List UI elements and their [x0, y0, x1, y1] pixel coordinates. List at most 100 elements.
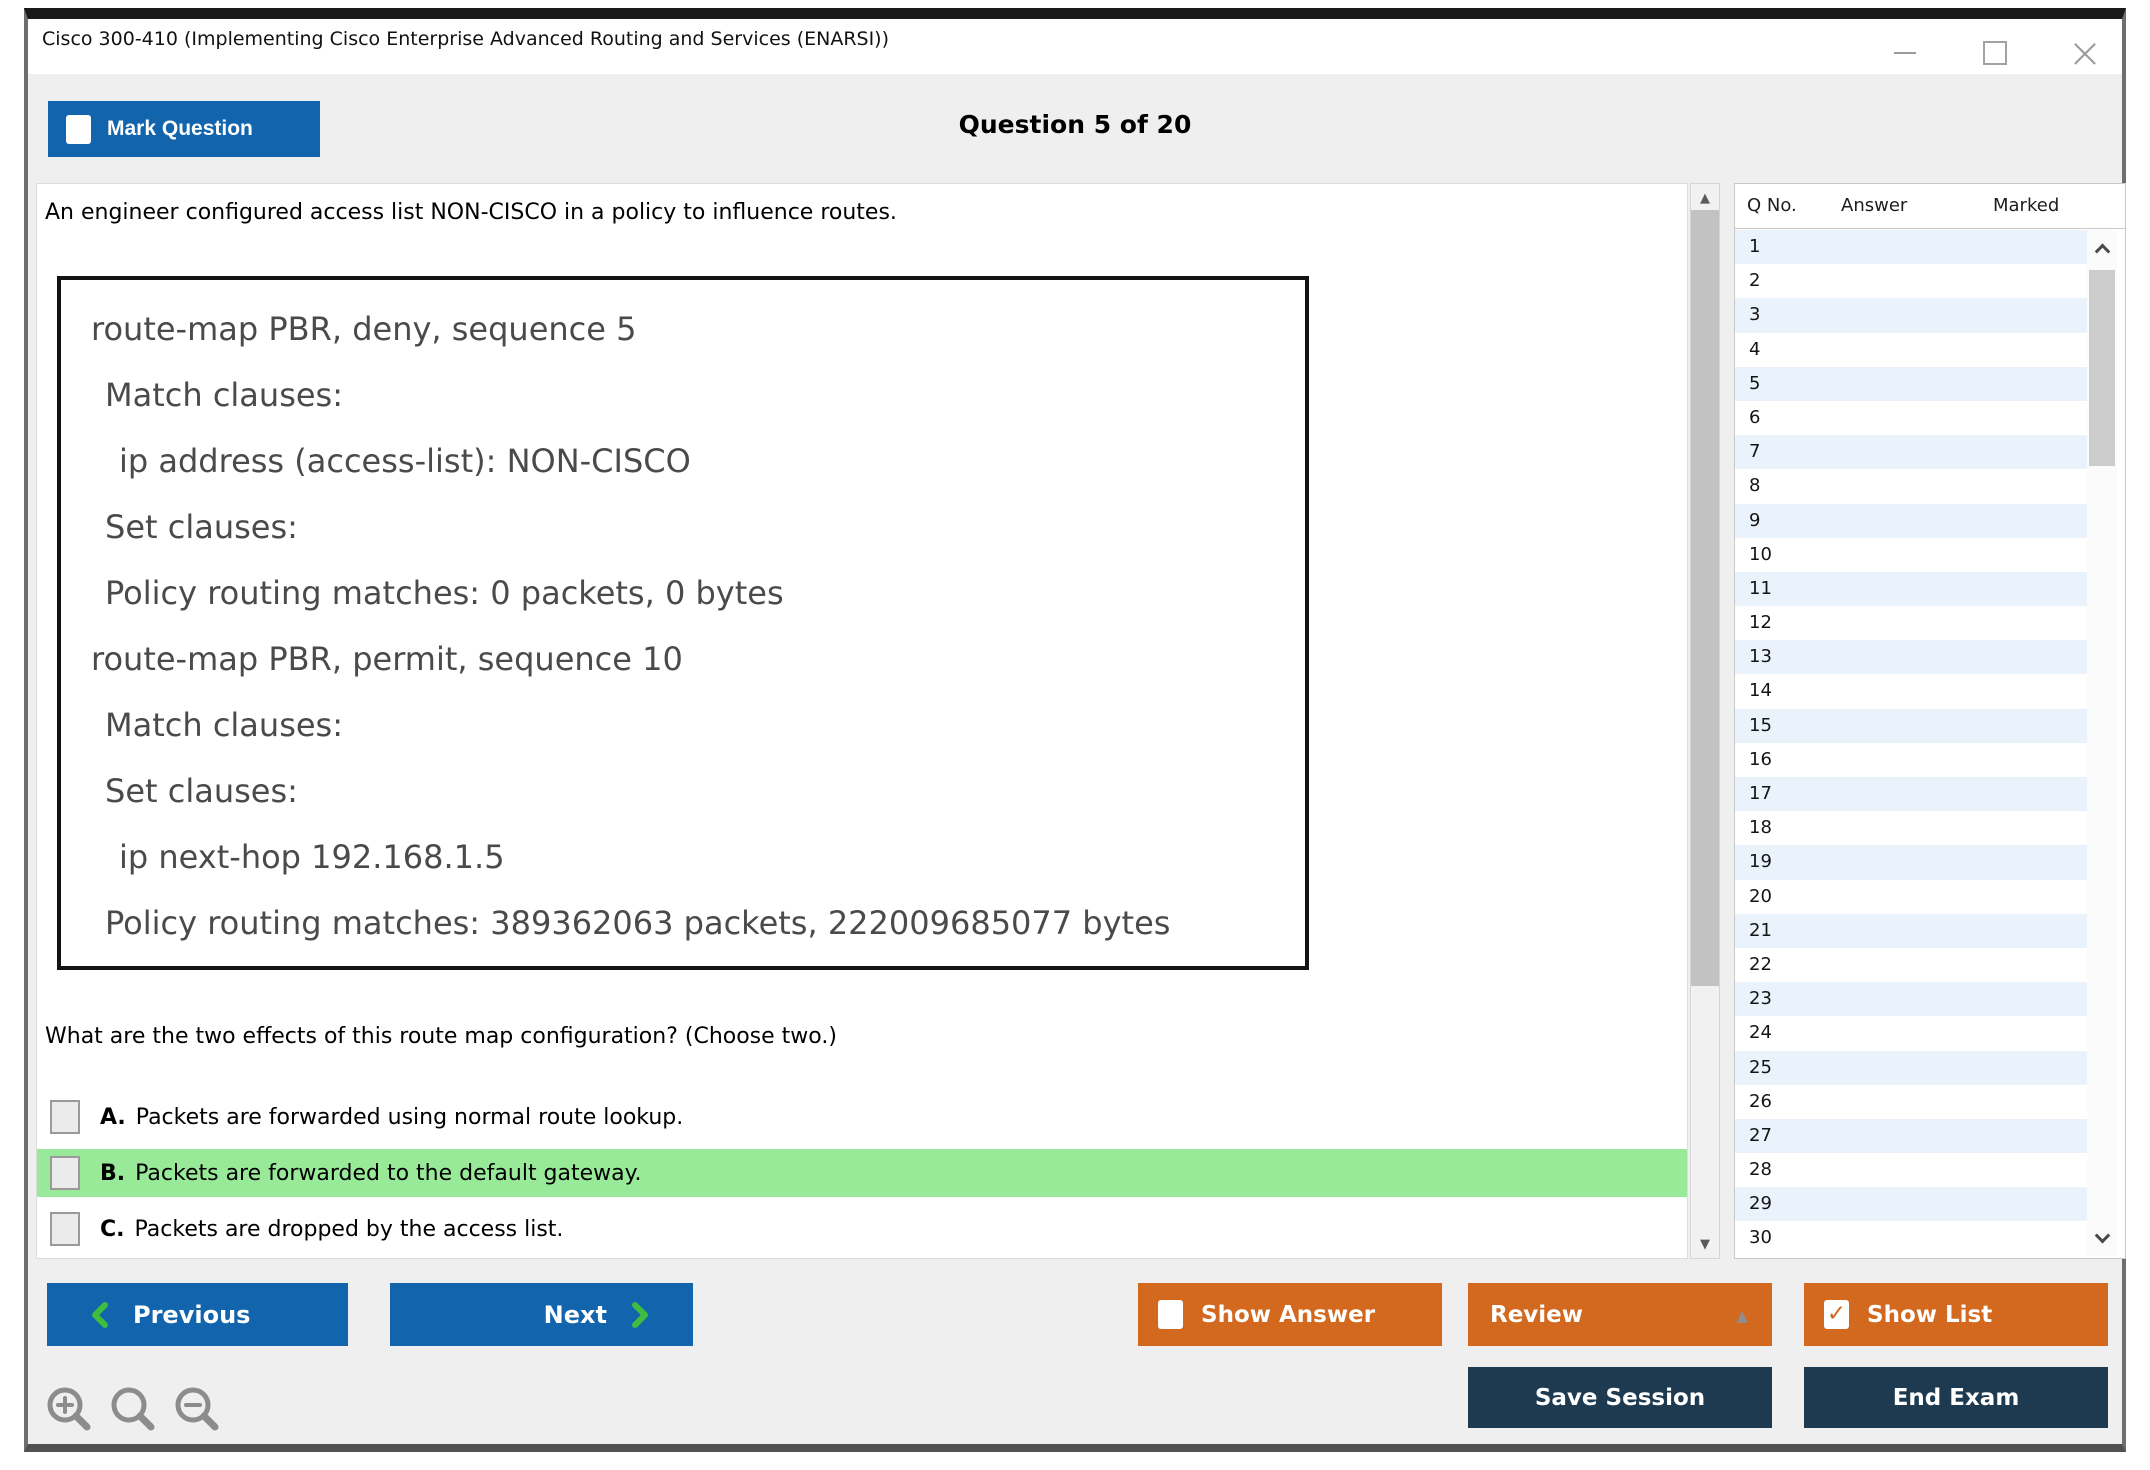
exhibit-box: route-map PBR, deny, sequence 5 Match cl… [57, 276, 1309, 970]
mark-question-label: Mark Question [107, 117, 253, 140]
option-checkbox[interactable] [50, 1156, 80, 1190]
answer-option-row[interactable]: C. Packets are dropped by the access list… [37, 1205, 1687, 1253]
question-content-panel: An engineer configured access list NON-C… [36, 183, 1688, 1259]
question-list-row[interactable]: 6 [1749, 406, 1761, 428]
question-list-row[interactable]: 4 [1749, 338, 1761, 360]
chevron-left-icon [92, 1301, 108, 1328]
question-list-row[interactable]: 14 [1749, 680, 1772, 702]
mark-question-button[interactable]: Mark Question [48, 101, 320, 157]
question-list-row[interactable]: 1 [1735, 230, 2087, 265]
minimize-button[interactable] [1886, 34, 1924, 72]
question-list-row[interactable]: 12 [1749, 612, 1772, 634]
question-list-row[interactable]: 28 [1749, 1159, 1772, 1181]
list-scroll-up-icon[interactable] [2087, 234, 2117, 262]
question-list-row[interactable]: 5 [1735, 366, 2087, 401]
answer-options: A.Packets are forwarded using normal rou… [37, 1093, 1687, 1253]
question-list-row[interactable]: 21 [1735, 913, 2087, 948]
zoom-controls [42, 1384, 226, 1440]
question-list-scrollbar-thumb[interactable] [2089, 270, 2115, 466]
exhibit-line: Match clauses: [105, 376, 343, 414]
answer-option-row[interactable]: B.Packets are forwarded to the default g… [37, 1149, 1687, 1197]
zoom-reset-icon[interactable] [106, 1384, 162, 1440]
show-list-label: Show List [1867, 1301, 1993, 1328]
end-exam-label: End Exam [1892, 1384, 2020, 1411]
scroll-down-icon[interactable]: ▼ [1700, 1236, 1710, 1252]
option-text: Packets are dropped by the access list. [134, 1216, 564, 1242]
content-scrollbar-thumb[interactable] [1691, 210, 1719, 986]
review-button[interactable]: Review ▲ [1468, 1283, 1772, 1346]
show-list-checked-checkbox-icon: ✓ [1824, 1300, 1849, 1329]
question-list-row[interactable]: 20 [1749, 885, 1772, 907]
show-answer-checkbox-icon [1158, 1300, 1183, 1329]
save-session-label: Save Session [1534, 1384, 1706, 1411]
question-list-panel: Q No. Answer Marked 1 2 3 4 5 6 7 8 9 [1734, 183, 2126, 1259]
next-label: Next [543, 1300, 607, 1329]
close-button[interactable]: × [2067, 28, 2103, 77]
zoom-out-icon[interactable] [170, 1384, 226, 1440]
previous-button[interactable]: Previous [47, 1283, 348, 1346]
question-prompt-text: What are the two effects of this route m… [45, 1024, 837, 1049]
question-intro-text: An engineer configured access list NON-C… [45, 200, 897, 225]
option-text: Packets are forwarded to the default gat… [135, 1160, 642, 1186]
question-list-row[interactable]: 30 [1749, 1227, 1772, 1249]
next-button[interactable]: Next [390, 1283, 693, 1346]
column-qno: Q No. [1747, 195, 1797, 216]
option-label: C. Packets are dropped by the access list… [100, 1217, 563, 1242]
column-marked: Marked [1993, 195, 2060, 216]
question-list-header: Q No. Answer Marked [1735, 184, 2125, 229]
question-list-row[interactable]: 11 [1735, 571, 2087, 607]
option-text: Packets are forwarded using normal route… [135, 1104, 684, 1130]
answer-option-row[interactable]: A.Packets are forwarded using normal rou… [37, 1093, 1687, 1141]
scroll-up-icon[interactable]: ▲ [1700, 190, 1710, 206]
collapse-triangle-icon: ▲ [1736, 1307, 1748, 1325]
question-list-row[interactable]: 19 [1735, 845, 2087, 880]
question-list-row[interactable]: 9 [1735, 503, 2087, 538]
exhibit-line: Set clauses: [105, 772, 298, 810]
end-exam-button[interactable]: End Exam [1804, 1367, 2108, 1428]
question-list-row[interactable]: 27 [1735, 1118, 2087, 1154]
option-letter: C. [100, 1216, 125, 1242]
maximize-button[interactable] [1976, 34, 2014, 72]
exhibit-line: Match clauses: [105, 706, 343, 744]
show-answer-button[interactable]: Show Answer [1138, 1283, 1442, 1346]
exhibit-line: Set clauses: [105, 508, 298, 546]
question-list-row[interactable]: 16 [1749, 748, 1772, 770]
question-list-row[interactable]: 8 [1749, 475, 1761, 497]
question-list-row[interactable]: 17 [1735, 777, 2087, 812]
question-list-row[interactable]: 22 [1749, 953, 1772, 975]
question-list-scrollbar[interactable] [2087, 230, 2117, 1256]
question-list-row[interactable]: 10 [1749, 543, 1772, 565]
list-scroll-down-icon[interactable] [2087, 1224, 2117, 1252]
question-list-row[interactable]: 7 [1735, 435, 2087, 470]
option-label: A.Packets are forwarded using normal rou… [100, 1105, 683, 1130]
show-answer-label: Show Answer [1201, 1301, 1376, 1328]
previous-label: Previous [133, 1300, 251, 1329]
show-list-button[interactable]: ✓ Show List [1804, 1283, 2108, 1346]
question-list-row[interactable]: 29 [1735, 1187, 2087, 1222]
save-session-button[interactable]: Save Session [1468, 1367, 1772, 1428]
question-list-row[interactable]: 25 [1735, 1050, 2087, 1085]
question-list-row[interactable]: 13 [1735, 640, 2087, 675]
option-checkbox[interactable] [50, 1100, 80, 1134]
exhibit-line: Policy routing matches: 389362063 packet… [105, 904, 1171, 942]
question-list-row[interactable]: 18 [1749, 817, 1772, 839]
option-label: B.Packets are forwarded to the default g… [100, 1161, 642, 1186]
question-list-row[interactable]: 15 [1735, 708, 2087, 743]
question-list-row[interactable]: 23 [1735, 982, 2087, 1017]
question-list-row[interactable]: 24 [1749, 1022, 1772, 1044]
zoom-in-icon[interactable] [42, 1384, 98, 1440]
mark-question-checkbox-icon [66, 114, 91, 144]
question-list-row[interactable]: 2 [1749, 270, 1761, 292]
exhibit-line: route-map PBR, deny, sequence 5 [91, 310, 637, 348]
question-list-row[interactable]: 26 [1749, 1090, 1772, 1112]
chevron-right-icon [632, 1301, 648, 1328]
window-title: Cisco 300-410 (Implementing Cisco Enterp… [42, 28, 890, 50]
column-answer: Answer [1841, 195, 1908, 216]
exhibit-line: route-map PBR, permit, sequence 10 [91, 640, 683, 678]
question-list-row[interactable]: 3 [1735, 298, 2087, 333]
content-scrollbar[interactable]: ▲ ▼ [1690, 183, 1720, 1259]
option-checkbox[interactable] [50, 1212, 80, 1246]
question-list-rows: 1 2 3 4 5 6 7 8 9 10 11 12 [1735, 230, 2087, 1256]
exhibit-line: Policy routing matches: 0 packets, 0 byt… [105, 574, 784, 612]
